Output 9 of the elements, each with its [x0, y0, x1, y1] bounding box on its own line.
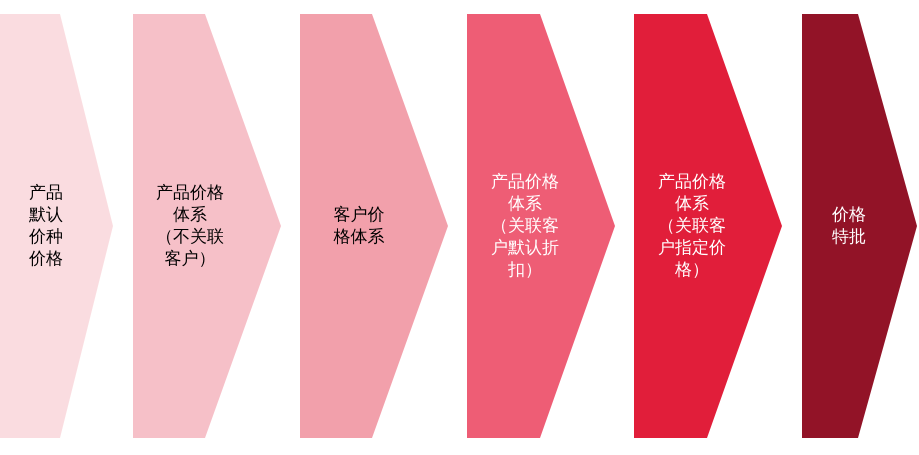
step-label: 产品价格体系 [490, 171, 560, 215]
step-label: 价格特批 [830, 204, 867, 248]
step-label: 产品价格体系 [656, 171, 727, 215]
step-label: 产品默认价种价格 [28, 182, 64, 270]
step-label: 客户价格体系 [332, 204, 386, 248]
step-label: （关联客户指定价格） [657, 215, 727, 281]
step-label: （关联客户默认折扣） [490, 215, 560, 281]
step-label: （不关联客户） [155, 226, 225, 270]
step-label: 产品价格体系 [154, 182, 225, 226]
